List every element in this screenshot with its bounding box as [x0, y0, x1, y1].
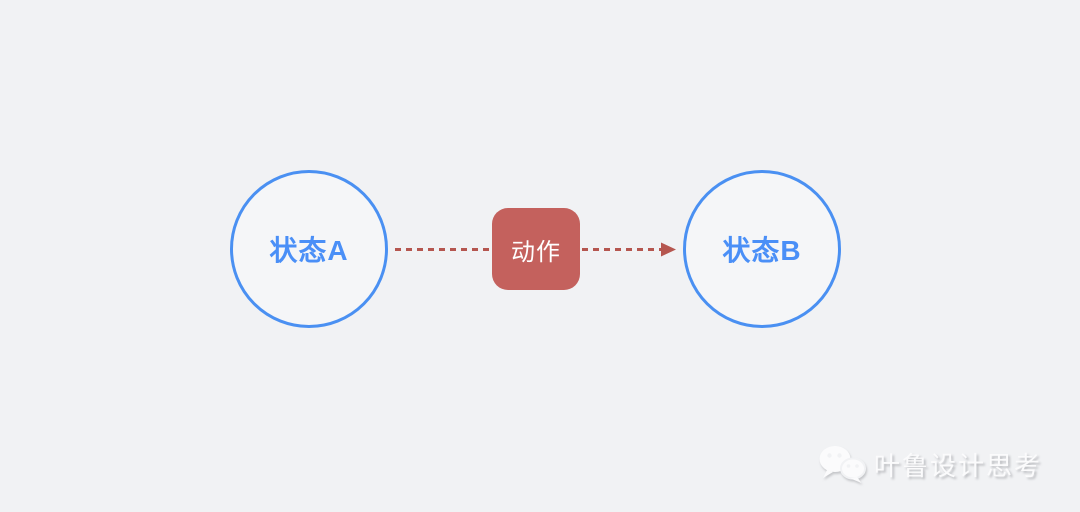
action-label: 动作: [511, 238, 561, 266]
watermark: 叶鲁设计思考: [816, 444, 1042, 484]
watermark-text: 叶鲁设计思考: [873, 450, 1042, 481]
state-b-node: 状态B: [683, 170, 841, 328]
action-node: 动作: [492, 208, 580, 290]
wechat-icon: [819, 446, 866, 483]
arrowhead-icon: [661, 242, 676, 257]
state-a-node: 状态A: [230, 170, 388, 328]
state-b-label: 状态B: [722, 235, 802, 266]
state-a-label: 状态A: [269, 235, 349, 266]
